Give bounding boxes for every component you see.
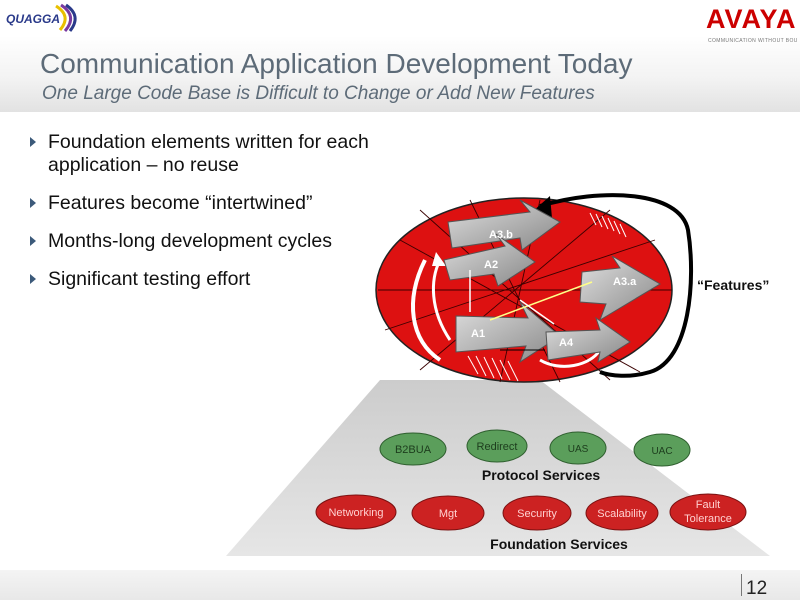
hatch-patch-top xyxy=(589,212,627,238)
bullet-triangle-icon xyxy=(30,198,36,208)
bullet-item: Features become “intertwined” xyxy=(28,192,428,215)
pill-security-label: Security xyxy=(517,508,557,520)
quagga-logo-text: QUAGGA xyxy=(6,12,60,26)
hatch-patch-bottom xyxy=(467,355,519,382)
bullet-list: Foundation elements written for each app… xyxy=(28,131,428,306)
avaya-logo: AVAYA xyxy=(706,4,797,34)
quagga-logo: QUAGGA xyxy=(2,2,78,32)
feature-arrow-a3b xyxy=(447,199,561,251)
bullet-item: Significant testing effort xyxy=(28,268,428,291)
avaya-tagline: COMMUNICATION WITHOUT BOUNDARIES xyxy=(708,38,798,44)
arrow-label-a3b: A3.b xyxy=(489,229,513,241)
bullet-item: Months-long development cycles xyxy=(28,230,428,253)
feature-arrow-a3a xyxy=(579,255,661,322)
pill-uas-label: UAS xyxy=(568,444,589,455)
bullet-triangle-icon xyxy=(30,274,36,284)
arrow-label-a2: A2 xyxy=(484,259,498,271)
page-number-separator xyxy=(741,574,742,596)
pill-scalability xyxy=(585,495,659,531)
pill-networking-label: Networking xyxy=(328,507,383,519)
slide-title: Communication Application Development To… xyxy=(40,48,633,79)
pill-b2bua-label: B2BUA xyxy=(395,444,432,456)
pill-fault-label: Fault xyxy=(696,499,720,511)
pill-uac-label: UAC xyxy=(651,446,672,457)
arrow-label-a4: A4 xyxy=(559,337,574,349)
arrow-label-a3a: A3.a xyxy=(613,276,637,288)
pill-tolerance-label: Tolerance xyxy=(684,513,732,525)
pill-b2bua xyxy=(379,432,447,466)
pill-mgt xyxy=(411,495,485,531)
pill-security xyxy=(502,495,572,531)
feature-arrow-a1 xyxy=(455,301,561,364)
protocol-services-label: Protocol Services xyxy=(482,467,600,483)
feature-arrow-a2 xyxy=(443,233,536,287)
slide-subtitle: One Large Code Base is Difficult to Chan… xyxy=(42,83,595,104)
foundation-services-label: Foundation Services xyxy=(490,536,628,552)
pill-networking xyxy=(315,494,397,530)
pill-mgt-label: Mgt xyxy=(439,508,457,520)
bullet-item: Foundation elements written for each app… xyxy=(28,131,428,177)
footer-band xyxy=(0,570,800,600)
pill-uas xyxy=(549,431,607,465)
bullet-triangle-icon xyxy=(30,236,36,246)
bullet-triangle-icon xyxy=(30,137,36,147)
pill-fault-tolerance xyxy=(669,493,747,531)
pill-redirect xyxy=(466,429,528,463)
arrow-label-a1: A1 xyxy=(471,328,485,340)
pill-uac xyxy=(633,433,691,467)
header-band xyxy=(0,36,800,112)
pill-scalability-label: Scalability xyxy=(597,508,647,520)
feature-loop-arrow xyxy=(539,193,694,378)
feature-arrow-a4 xyxy=(545,316,631,364)
page-number: 12 xyxy=(746,578,768,599)
pill-redirect-label: Redirect xyxy=(477,441,518,453)
features-label: “Features” xyxy=(697,277,769,293)
